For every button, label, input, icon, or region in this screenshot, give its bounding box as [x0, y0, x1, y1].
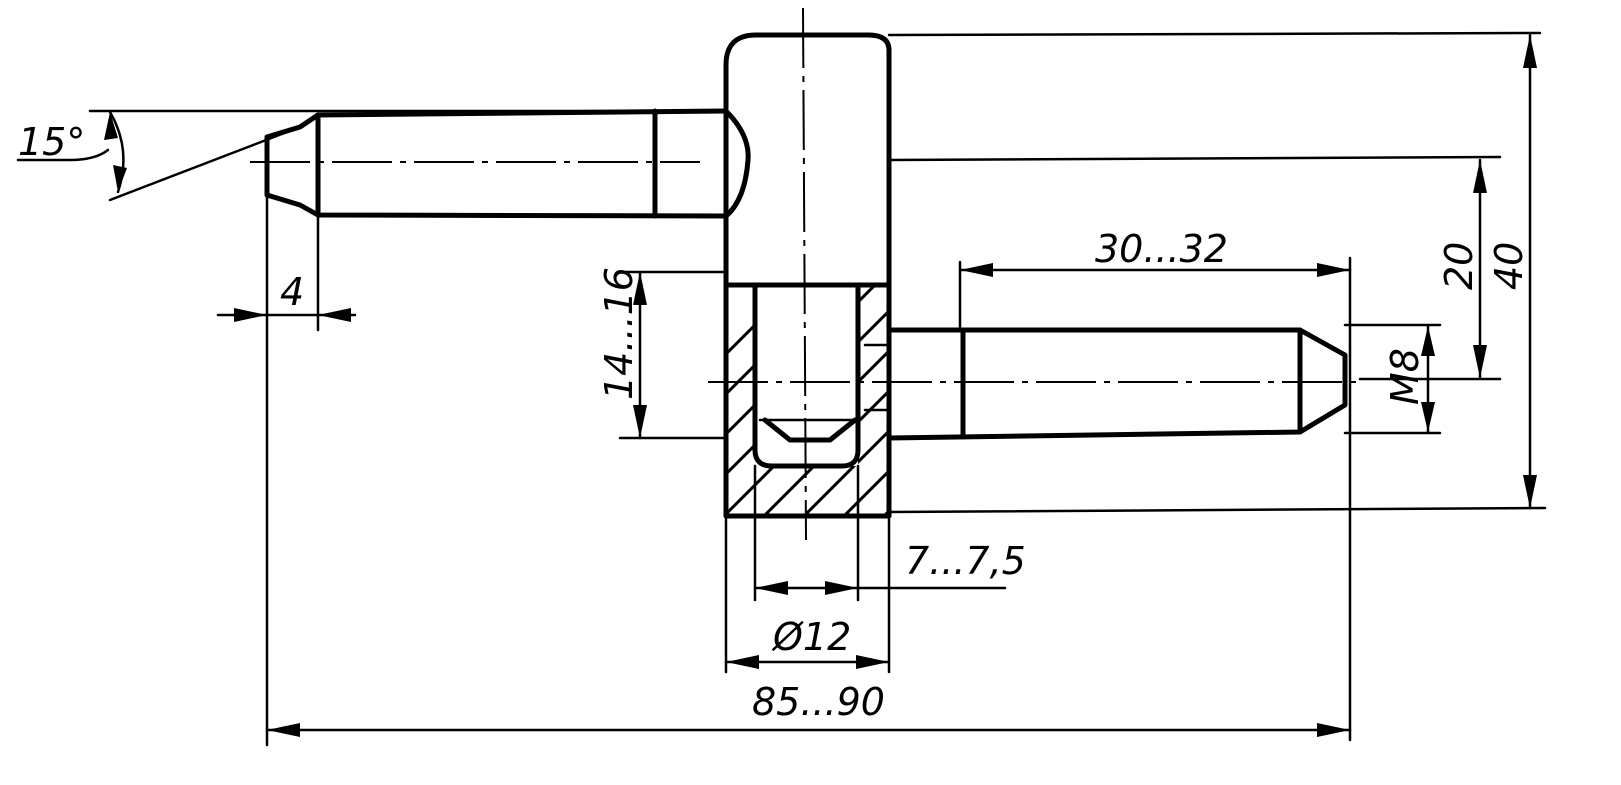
- extension-lines: [88, 31, 1547, 747]
- hinge-axis-offset-label: 20: [1437, 242, 1481, 290]
- lower-pin: [886, 327, 1348, 441]
- thread-length-label: 30...32: [1095, 227, 1228, 271]
- upper-pin: [264, 108, 729, 219]
- upper-pin-fillet: [723, 108, 751, 219]
- socket-depth-label: 14...16: [597, 267, 641, 400]
- total-length-label: 85...90: [752, 680, 885, 724]
- center-lines: [250, 7, 1360, 541]
- total-height-label: 40: [1487, 242, 1531, 290]
- chamfer-label: 4: [280, 270, 304, 314]
- part-outline: [264, 32, 1348, 519]
- thread-size-label: M8: [1383, 348, 1427, 405]
- angle-label: 15°: [18, 120, 85, 164]
- outer-diameter-label: Ø12: [771, 615, 851, 659]
- barrel-body: [723, 32, 892, 519]
- bore-bottom: [752, 447, 861, 469]
- inner-diameter-label: 7...7,5: [905, 539, 1026, 583]
- bore-groove: [762, 417, 858, 443]
- dimension-labels: 15° 4 30...32 7...7,5 Ø12 85...90 14...1…: [18, 120, 1531, 724]
- barrel-axis: [802, 7, 807, 541]
- dimension-lines: [16, 33, 1537, 737]
